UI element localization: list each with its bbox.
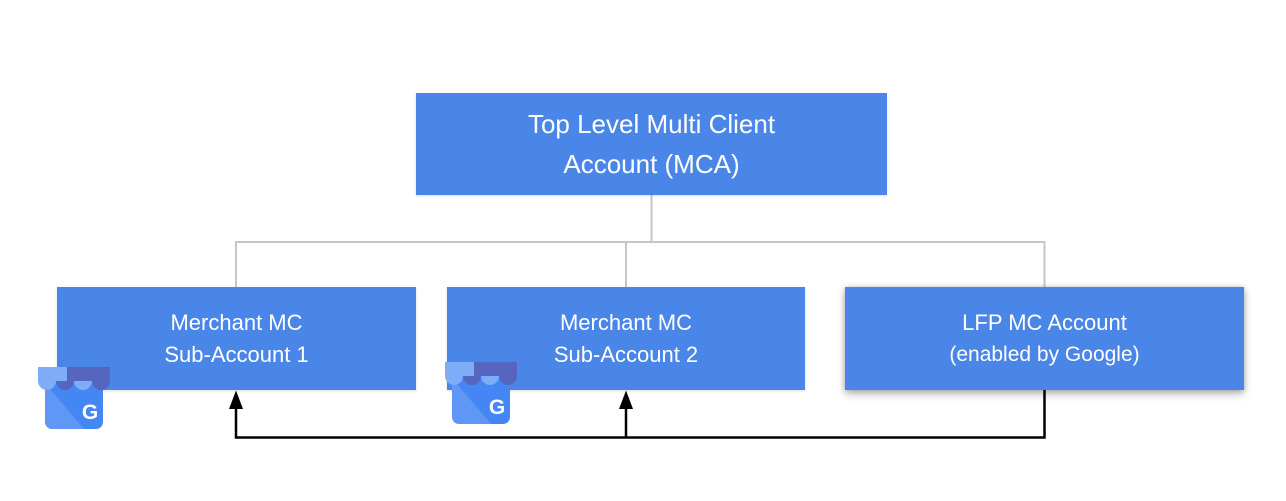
node-label-line: Account (MCA) bbox=[563, 149, 740, 179]
node-merchant-sub-account-1: Merchant MC Sub-Account 1 bbox=[57, 287, 416, 390]
arrowhead-child2 bbox=[619, 390, 633, 409]
node-top-level-mca: Top Level Multi Client Account (MCA) bbox=[416, 93, 887, 195]
node-label-line: Top Level Multi Client bbox=[527, 109, 776, 139]
node-merchant-sub-account-2: Merchant MC Sub-Account 2 bbox=[447, 287, 805, 390]
google-my-business-icon: G bbox=[38, 367, 110, 429]
gmb-scallop-3 bbox=[74, 381, 92, 390]
gmb-awning-band-dark bbox=[474, 362, 517, 376]
lfp-feed-arrows bbox=[229, 390, 1046, 439]
node-label-line: Sub-Account 2 bbox=[553, 341, 699, 367]
tree-connector-lines bbox=[235, 195, 1046, 287]
gmb-scallop-1 bbox=[38, 381, 56, 390]
gmb-awning-band-dark bbox=[67, 367, 110, 381]
gmb-fold-highlight bbox=[452, 378, 491, 424]
gmb-scallop-4 bbox=[499, 376, 517, 385]
arrow-path-main bbox=[234, 390, 1046, 439]
gmb-g-letter: G bbox=[82, 401, 98, 424]
arrowhead-child1 bbox=[229, 390, 243, 409]
node-label-line: Sub-Account 1 bbox=[164, 341, 309, 367]
node-label-line: (enabled by Google) bbox=[949, 342, 1140, 366]
node-label-line: LFP MC Account bbox=[962, 309, 1127, 335]
google-my-business-icon: G bbox=[445, 362, 517, 424]
gmb-scallop-2 bbox=[463, 376, 481, 385]
gmb-g-letter: G bbox=[489, 396, 505, 419]
node-label-line: Merchant MC bbox=[559, 309, 693, 335]
gmb-scallop-4 bbox=[92, 381, 110, 390]
node-label-line: Merchant MC bbox=[170, 309, 303, 335]
node-lfp-mc-account: LFP MC Account (enabled by Google) bbox=[845, 287, 1244, 390]
gmb-awning-band-light bbox=[445, 362, 474, 376]
gmb-scallop-2 bbox=[56, 381, 74, 390]
gmb-scallop-1 bbox=[445, 376, 463, 385]
gmb-fold-highlight bbox=[45, 383, 84, 429]
gmb-awning-band-light bbox=[38, 367, 67, 381]
gmb-scallop-3 bbox=[481, 376, 499, 385]
